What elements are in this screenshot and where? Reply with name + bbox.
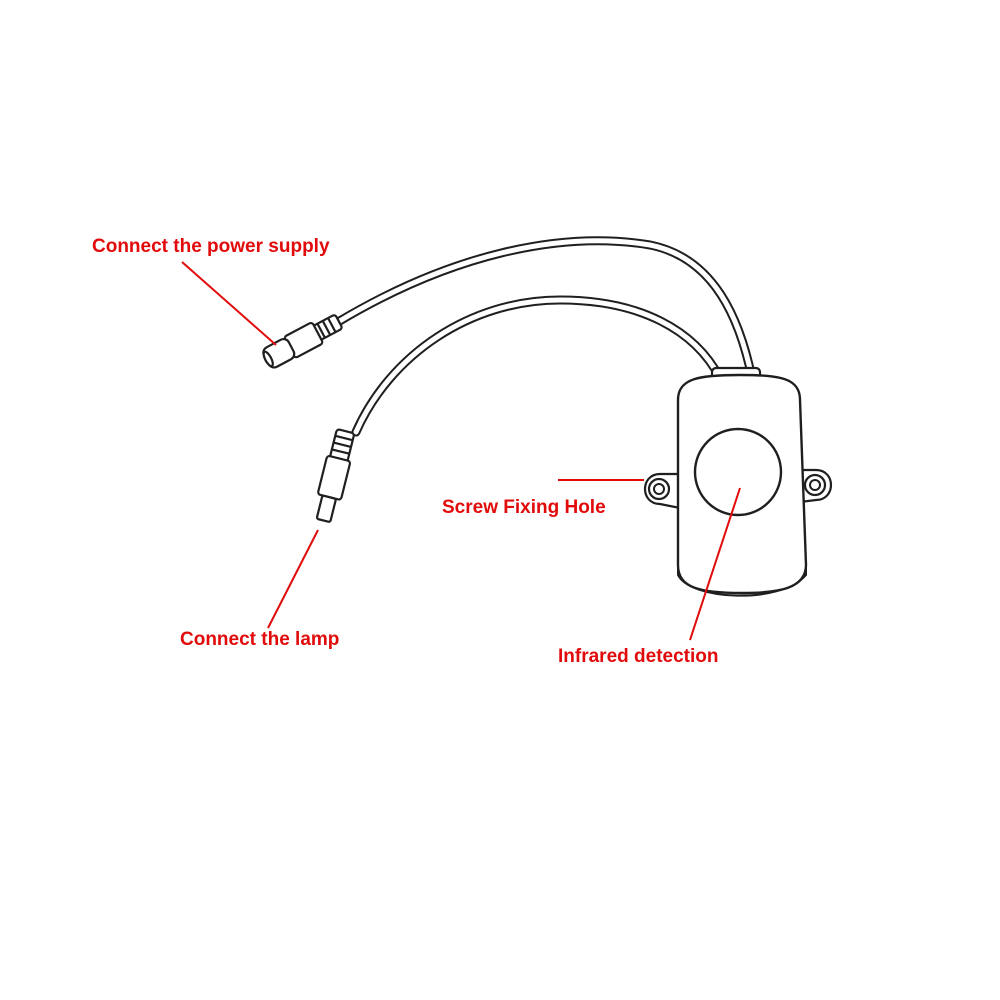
label-screw-hole: Screw Fixing Hole xyxy=(442,497,606,518)
screw-hole-icon xyxy=(798,468,832,504)
callout-line-infrared xyxy=(689,487,741,641)
cable-power xyxy=(333,236,757,383)
power-connector-icon xyxy=(262,314,343,369)
callout-line-lamp xyxy=(267,529,319,629)
cable-lamp xyxy=(351,295,725,437)
screw-hole-icon xyxy=(644,472,682,510)
callout-lines xyxy=(181,261,741,641)
label-infrared: Infrared detection xyxy=(558,646,718,667)
label-power-supply: Connect the power supply xyxy=(92,236,330,257)
infrared-lens-icon xyxy=(693,427,783,517)
label-lamp: Connect the lamp xyxy=(180,629,339,650)
sensor-icon xyxy=(644,366,832,597)
callout-line-power xyxy=(181,261,277,346)
lamp-connector-icon xyxy=(315,428,355,523)
